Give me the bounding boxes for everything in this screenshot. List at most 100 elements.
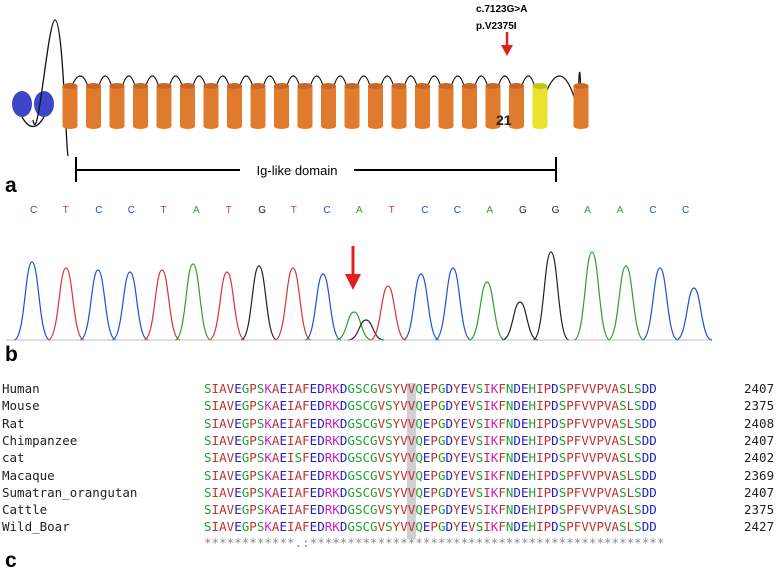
- ig-domain-cylinder-base: [532, 123, 548, 129]
- base-call: A: [616, 205, 624, 216]
- base-call: A: [486, 205, 494, 216]
- base-call: C: [453, 205, 462, 216]
- base-call: G: [519, 205, 527, 216]
- aligned-sequence: SIAVEGPSKAEIAFEDRKDGSCGVSYVVQEPGDYEVSIKF…: [204, 519, 657, 535]
- ig-domain-cylinder: [391, 86, 407, 126]
- base-call: C: [421, 205, 429, 216]
- ig-domain-cylinder-base: [368, 123, 383, 129]
- mutation-protein-label: p.V2375I: [476, 21, 517, 32]
- species-name: Chimpanzee: [2, 432, 78, 448]
- ig-domain-cylinder-base: [250, 123, 266, 129]
- species-name: Wild_Boar: [2, 519, 70, 535]
- base-call: C: [682, 205, 690, 216]
- ig-domain-cylinder-top: [203, 83, 219, 89]
- ig-domain-cylinder-base: [573, 123, 589, 129]
- chromatogram-peak: [347, 319, 385, 341]
- ig-domain-cylinder-top: [573, 83, 589, 89]
- ig-domain-cylinder-base: [462, 123, 477, 129]
- panel-letter-c: c: [5, 549, 17, 572]
- ig-domain-cylinder-base: [62, 123, 78, 129]
- chromatogram-peak: [501, 301, 539, 341]
- base-call: G: [258, 205, 266, 216]
- species-name: Human: [2, 381, 40, 396]
- aligned-sequence: SIAVEGPSKAEIAFEDRKDGSCGVSYVVQEPGDYEVSIKF…: [204, 467, 657, 483]
- ig-domain-cylinder-base: [227, 123, 242, 129]
- base-call: A: [584, 205, 591, 216]
- aligned-sequence: SIAVEGPSKAEIAFEDRKDGSCGVSYVVQEPGDYEVSIKF…: [204, 502, 657, 518]
- species-name: Rat: [2, 415, 25, 431]
- ig-domain-cylinder-base: [109, 123, 125, 129]
- chromatogram-peak: [532, 251, 570, 341]
- chromatogram-peak: [47, 267, 85, 341]
- residue-position: 2375: [744, 398, 775, 414]
- base-call: C: [649, 205, 657, 216]
- aligned-sequence: SIAVEGPSKAEIAFEDRKDGSCGVSYVVQEPGDYEVSIKF…: [204, 415, 657, 431]
- ig-domain-cylinder: [274, 86, 289, 126]
- ig-domain-cylinder-top: [274, 83, 289, 89]
- consensus-line: ************.:**************************…: [204, 534, 665, 550]
- aligned-sequence: SIAVEGPSKAEIAFEDRKDGSCGVSYVVQEPGDYEVSIKF…: [204, 432, 657, 448]
- ig-domain-cylinder-base: [391, 123, 407, 129]
- ig-domain-cylinder-top: [227, 83, 242, 89]
- base-call: T: [160, 205, 167, 216]
- ig-domain-cylinder-base: [344, 123, 360, 129]
- ig-domain-cylinder: [438, 86, 454, 126]
- ig-domain-cylinder-top: [509, 83, 524, 89]
- base-call: T: [225, 205, 232, 216]
- conserved-variant-column: [406, 383, 417, 539]
- mutation-arrow-head: [501, 45, 513, 56]
- ig-domain-cylinder-base: [297, 123, 313, 129]
- ig-domain-cylinder-top: [532, 83, 548, 89]
- chromatogram-peak: [402, 273, 440, 341]
- ig-domain-cylinder-top: [321, 83, 336, 89]
- base-call: T: [290, 205, 297, 216]
- ig-domain-cylinder-top: [250, 83, 266, 89]
- ig-domain-cylinder: [133, 86, 148, 126]
- signal-circle-1: [12, 91, 32, 117]
- domain-number-label: 21: [496, 112, 512, 128]
- species-name: cat: [2, 450, 25, 466]
- ig-domain-cylinder-base: [86, 123, 101, 129]
- chromatogram-peak: [274, 267, 312, 341]
- chromatogram-peak: [174, 263, 212, 341]
- ig-domain-cylinder-top: [438, 83, 454, 89]
- base-call: A: [356, 205, 363, 216]
- chromatogram-peak: [607, 265, 645, 341]
- ig-domain-cylinder: [250, 86, 266, 126]
- ig-domain-cylinder-base: [415, 123, 430, 129]
- aligned-sequence: SIAVEGPSKAEIAFEDRKDGSCGVSYVVQEPGDYEVSIKF…: [204, 398, 657, 414]
- residue-position: 2402: [744, 450, 775, 466]
- panel-letter-b: b: [5, 343, 18, 366]
- ig-domain-cylinder-top: [62, 83, 78, 89]
- base-call: T: [388, 205, 395, 216]
- ig-domain-cylinder-top: [297, 83, 313, 89]
- ig-domain-cylinder-base: [485, 123, 501, 129]
- signal-linker: [21, 116, 45, 128]
- ig-domain-cylinder: [415, 86, 430, 126]
- ig-domain-cylinder-base: [321, 123, 336, 129]
- chromatogram-peak: [79, 269, 117, 341]
- chromatogram-peak: [111, 271, 149, 341]
- base-call: G: [551, 205, 560, 216]
- chromatogram-peak: [434, 267, 472, 341]
- protein-domain-diagram: c.7123G>A p.V2375I 21 Ig-like domain: [12, 4, 589, 182]
- ig-domains: [62, 83, 589, 129]
- ig-domain-cylinder-top: [462, 83, 477, 89]
- base-call: T: [62, 205, 69, 216]
- mutation-cdna-label: c.7123G>A: [476, 4, 527, 15]
- ig-domain-cylinder: [532, 86, 548, 126]
- ig-domain-cylinder-top: [133, 83, 148, 89]
- chromatogram-peak: [240, 265, 278, 341]
- chromatogram-peak: [468, 281, 506, 341]
- chromatogram-peak: [641, 267, 679, 341]
- chromatogram: [6, 246, 713, 341]
- chromatogram-peak: [143, 269, 181, 341]
- ig-domain-cylinder: [62, 86, 78, 126]
- ig-domain-cylinder: [109, 86, 125, 126]
- ig-domain-cylinder-top: [86, 83, 101, 89]
- species-name: Macaque: [2, 467, 55, 483]
- ig-domain-cylinder-top: [180, 83, 195, 89]
- species-name: Sumatran_orangutan: [2, 484, 138, 500]
